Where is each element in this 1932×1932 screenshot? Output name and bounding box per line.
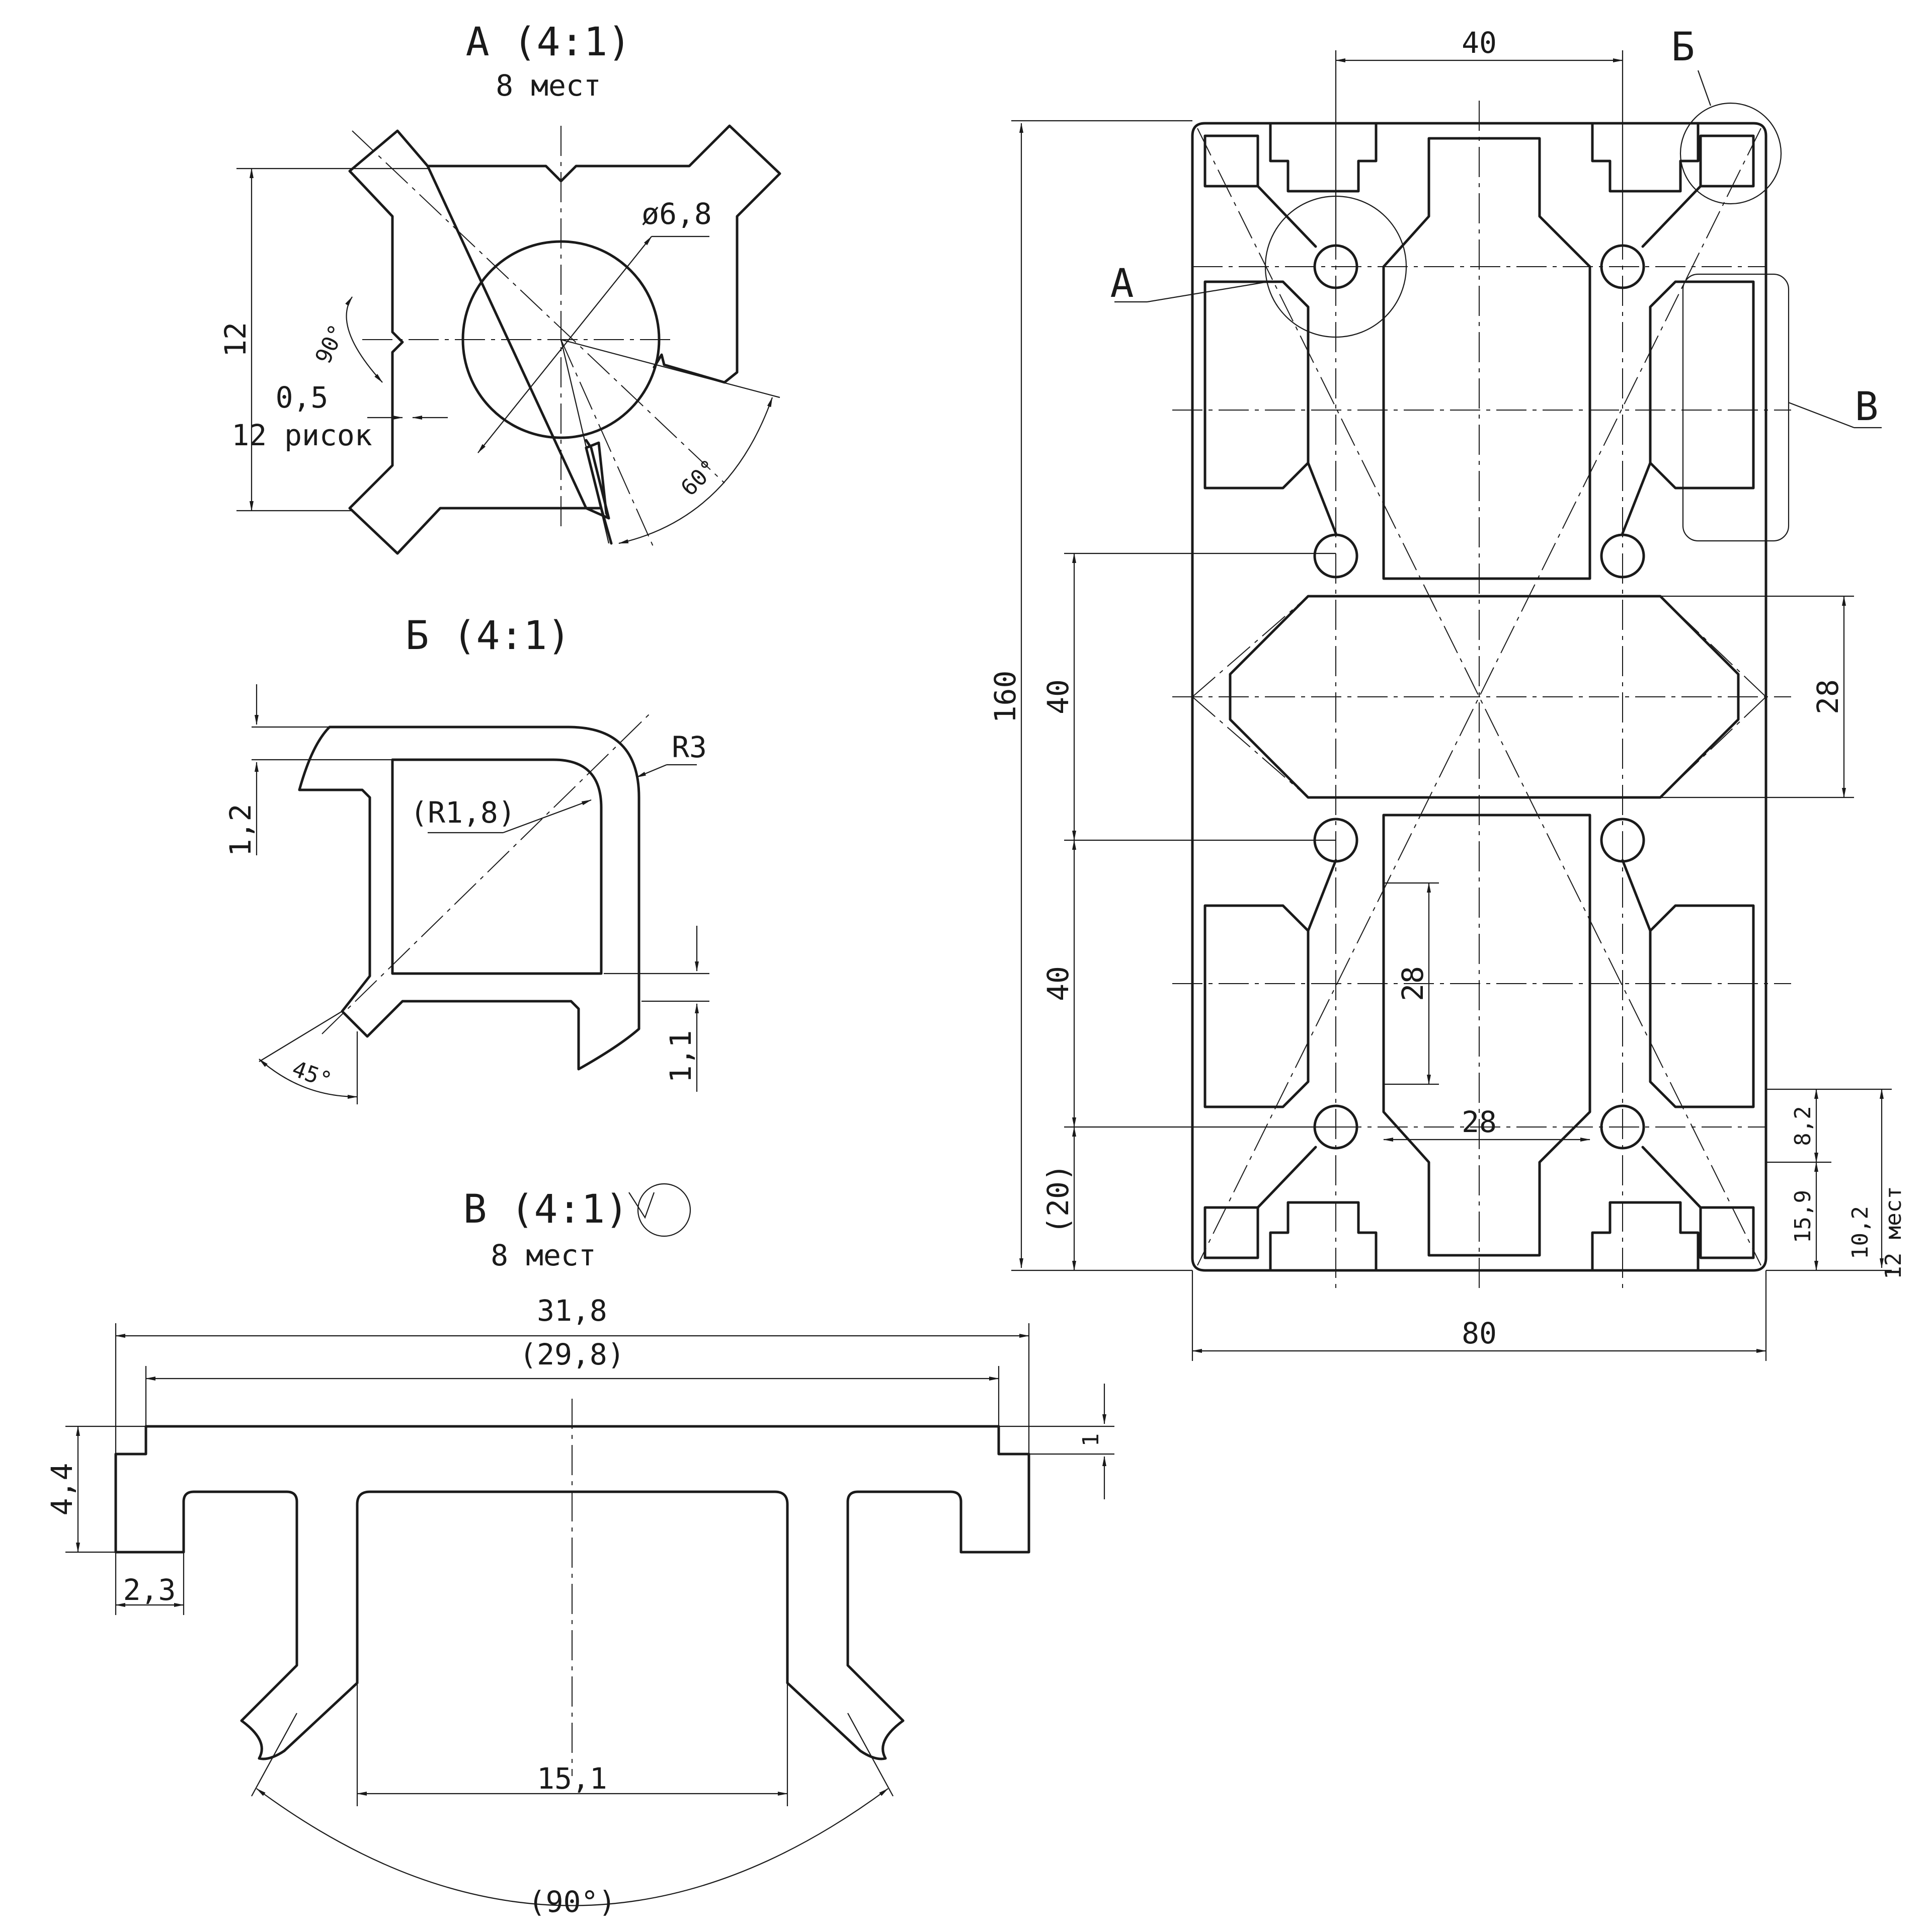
dim-main-28-right: 28 [1811,679,1845,714]
dim-main-40b: 40 [1041,966,1075,1001]
dim-main-20: (20) [1041,1164,1075,1234]
surface-finish-icon [637,1183,691,1237]
detail-b-outline [298,726,640,1071]
pocket-top-left [1203,134,1259,188]
callout-b: Б [1671,25,1695,70]
callout-b-circle [1679,102,1782,205]
callout-v-box [1682,273,1790,542]
slot-left-bottom [1203,904,1310,1108]
dim-a-groove-note: 12 рисок [231,418,372,452]
dim-b-11: 1,1 [664,1030,698,1083]
dim-v-44: 4,4 [45,1463,79,1516]
callout-a: А [1110,261,1134,306]
detail-a-lower [585,439,613,545]
dim-v-23: 2,3 [123,1573,176,1607]
slot-bottom-right [1591,1201,1700,1272]
detail-b: Б (4:1) 1,2 R3 (R1,8) 1,1 45° [223,613,709,1104]
dim-main-102-note: 12 мест [1881,1186,1906,1279]
detail-a-title: А (4:1) [466,20,631,65]
dim-b-r18: (R1,8) [410,795,516,830]
main-section: А Б В 40 160 40 40 (20) 28 [988,25,1906,1361]
slot-bottom-left [1269,1201,1378,1272]
dim-b-45: 45° [289,1056,335,1094]
detail-v: В (4:1) 8 мест 31,8 (29,8) 4,4 1 2,3 15,… [45,1183,1114,1919]
dim-main-40-top: 40 [1462,26,1497,60]
dim-v-298: (29,8) [519,1337,625,1372]
dim-b-12: 1,2 [223,804,258,857]
slot-right-bottom [1649,904,1755,1108]
dim-v-318: 31,8 [537,1294,607,1328]
dim-v-1: 1 [1078,1433,1104,1447]
pocket-bottom-right [1699,1206,1755,1259]
dim-main-40a: 40 [1041,679,1075,714]
slot-top-right [1591,122,1700,193]
detail-a-note: 8 мест [496,68,601,103]
dim-a-diameter: ø6,8 [641,197,712,231]
detail-v-note: 8 мест [491,1238,596,1272]
detail-b-title: Б (4:1) [406,613,571,659]
dim-a-height: 12 [218,322,253,357]
slot-left-top [1203,280,1310,490]
dim-a-angle60: 60° [676,455,722,501]
dim-main-28-center: 28 [1396,966,1430,1001]
detail-v-title: В (4:1) [463,1187,629,1232]
dim-main-102: 10,2 [1847,1206,1873,1259]
callout-v: В [1855,384,1879,430]
dim-v-90: (90°) [528,1885,616,1919]
pocket-bottom-left [1203,1206,1259,1259]
cavity-lower [1382,814,1591,1257]
dim-main-160: 160 [988,671,1022,723]
slot-right-top [1649,280,1755,490]
detail-a: А (4:1) 8 мест 12 ø6,8 90° 0,5 12 рисок … [218,20,781,555]
detail-b-inner [391,758,603,975]
dim-main-28-horizontal: 28 [1462,1105,1497,1139]
detail-a-upper [426,124,781,384]
surface-finish-mark-icon [628,1192,655,1219]
dim-main-82: 8,2 [1790,1106,1816,1146]
dim-v-151: 15,1 [537,1761,607,1796]
main-outer-contour [1191,122,1767,1272]
detail-v-outline [114,1425,1030,1760]
pocket-top-right [1699,134,1755,188]
dim-main-80: 80 [1462,1316,1497,1350]
dim-a-angle90: 90° [310,320,351,368]
dim-a-groove: 0,5 [276,380,329,415]
dim-main-159: 15,9 [1790,1190,1816,1243]
dim-b-r3: R3 [672,730,707,764]
cavity-upper [1382,137,1591,580]
slot-top-left [1269,122,1378,193]
